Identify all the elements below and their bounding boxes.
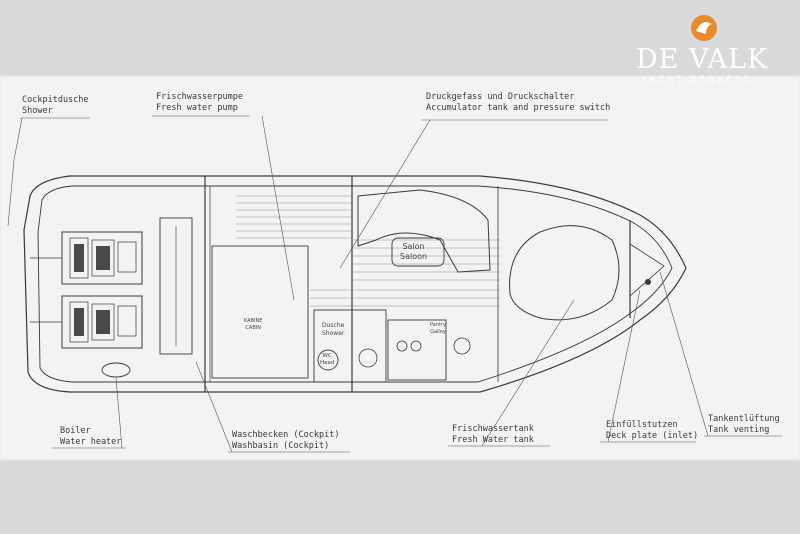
room-pantry-en: Galley [430,329,446,335]
label-washbasin-en: Washbasin (Cockpit) [232,441,330,451]
label-tank: Frischwassertank Fresh Water tank [452,424,534,446]
hull-inner-outline [37,185,673,383]
label-tank-de: Frischwassertank [452,424,534,434]
label-accumulator-en: Accumulator tank and pressure switch [426,103,611,113]
forward-berth [509,225,620,321]
room-wc: WC Head [320,353,334,367]
label-deckplate-en: Deck plate (inlet) [606,431,699,441]
label-venting-en: Tank venting [708,425,770,435]
saloon-seating [357,189,491,273]
room-cabin-de: KABINE [244,318,263,324]
hull-outline [23,175,687,393]
paper-sheet [0,76,800,460]
room-pantry-de: Pantry [430,322,446,328]
brand-logo-mark [691,15,717,41]
room-cabin: KABINE CABIN [244,318,262,332]
room-wc-en: Head [320,360,335,366]
saloon-table [391,237,445,267]
room-cabin-en: CABIN [245,325,261,331]
room-shower-en: Shower [322,330,345,337]
label-shower: Cockpitdusche Shower [22,95,89,117]
label-boiler-en: Water heater [60,437,122,447]
label-pump: Frischwasserpumpe Fresh water pump [156,92,243,114]
label-shower-de: Cockpitdusche [22,95,89,105]
label-deckplate-de: Einfüllstutzen [606,420,678,430]
label-accumulator: Druckgefass und Druckschalter Accumulato… [426,92,610,114]
label-accumulator-de: Druckgefass und Druckschalter [426,92,575,102]
brand-name: DE VALK [636,44,769,75]
room-wc-de: WC [322,353,332,359]
label-venting: Tankentlüftung Tank venting [708,414,780,436]
label-pump-en: Fresh water pump [156,103,238,113]
label-shower-en: Shower [22,106,53,116]
room-saloon-de: Salon [402,242,425,251]
label-venting-de: Tankentlüftung [708,414,780,424]
brand-tagline: YACHT BROKERS [642,75,753,85]
label-boiler-de: Boiler [60,426,91,436]
label-boiler: Boiler Water heater [60,426,121,448]
cabin-berth [211,245,309,379]
room-pantry: Pantry Galley [430,322,446,336]
room-shower: Dusche Shower [322,322,344,338]
label-tank-en: Fresh Water tank [452,435,534,445]
label-washbasin: Waschbecken (Cockpit) Washbasin (Cockpit… [232,430,339,452]
label-pump-de: Frischwasserpumpe [156,92,243,102]
label-deckplate: Einfüllstutzen Deck plate (inlet) [606,420,698,442]
room-saloon-en: Saloon [400,252,428,261]
label-washbasin-de: Waschbecken (Cockpit) [232,430,340,440]
room-shower-de: Dusche [322,322,345,329]
room-saloon: Salon Saloon [400,242,427,262]
